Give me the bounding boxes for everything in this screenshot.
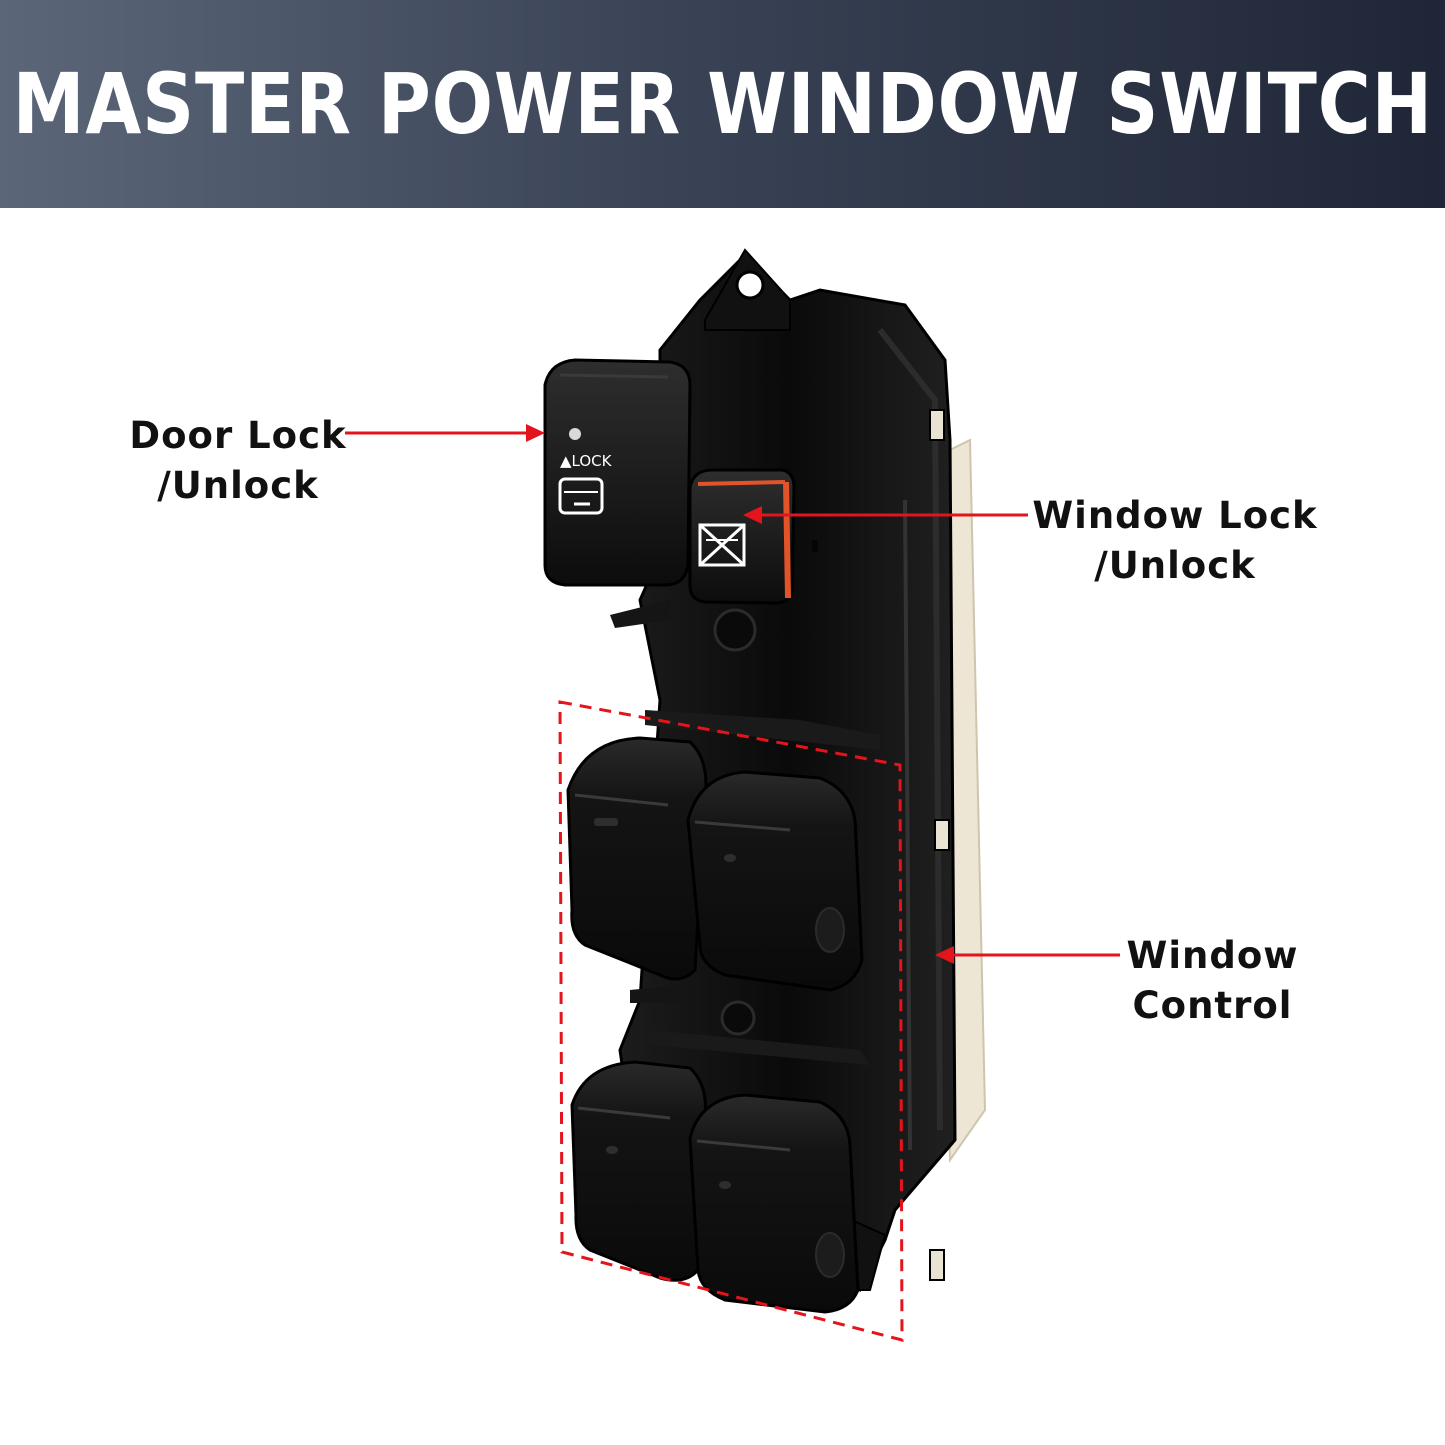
window-lock-button <box>688 468 818 605</box>
power-window-switch-illustration: ▲LOCK <box>345 248 1120 1342</box>
window-lock-callout: Window Lock /Unlock <box>1030 491 1320 591</box>
window-lock-callout-line1: Window Lock <box>1032 494 1318 537</box>
door-lock-callout-line1: Door Lock <box>129 414 347 457</box>
title-banner: MASTER POWER WINDOW SWITCH <box>0 0 1445 208</box>
arrow-door-lock <box>345 424 545 442</box>
door-lock-callout: Door Lock /Unlock <box>118 411 358 511</box>
window-rocker-rear-right <box>688 1093 860 1314</box>
window-control-dashed-outline <box>558 700 904 1342</box>
window-control-callout-line2: Control <box>1132 984 1293 1027</box>
window-rocker-front-right <box>686 770 864 992</box>
door-lock-callout-line2: /Unlock <box>157 464 319 507</box>
door-lock-button: ▲LOCK <box>543 358 692 587</box>
lock-label: ▲LOCK <box>560 452 613 470</box>
arrow-window-control <box>935 946 1120 964</box>
window-rocker-rear-left <box>570 1060 707 1282</box>
window-rocker-front-left <box>566 736 708 981</box>
window-lock-callout-line2: /Unlock <box>1094 544 1256 587</box>
window-control-callout-line1: Window <box>1126 934 1299 977</box>
window-control-callout: Window Control <box>1115 931 1310 1031</box>
banner-title: MASTER POWER WINDOW SWITCH <box>12 55 1433 153</box>
product-stage: ▲LOCK <box>0 208 1445 1445</box>
arrow-window-lock <box>743 506 1028 524</box>
